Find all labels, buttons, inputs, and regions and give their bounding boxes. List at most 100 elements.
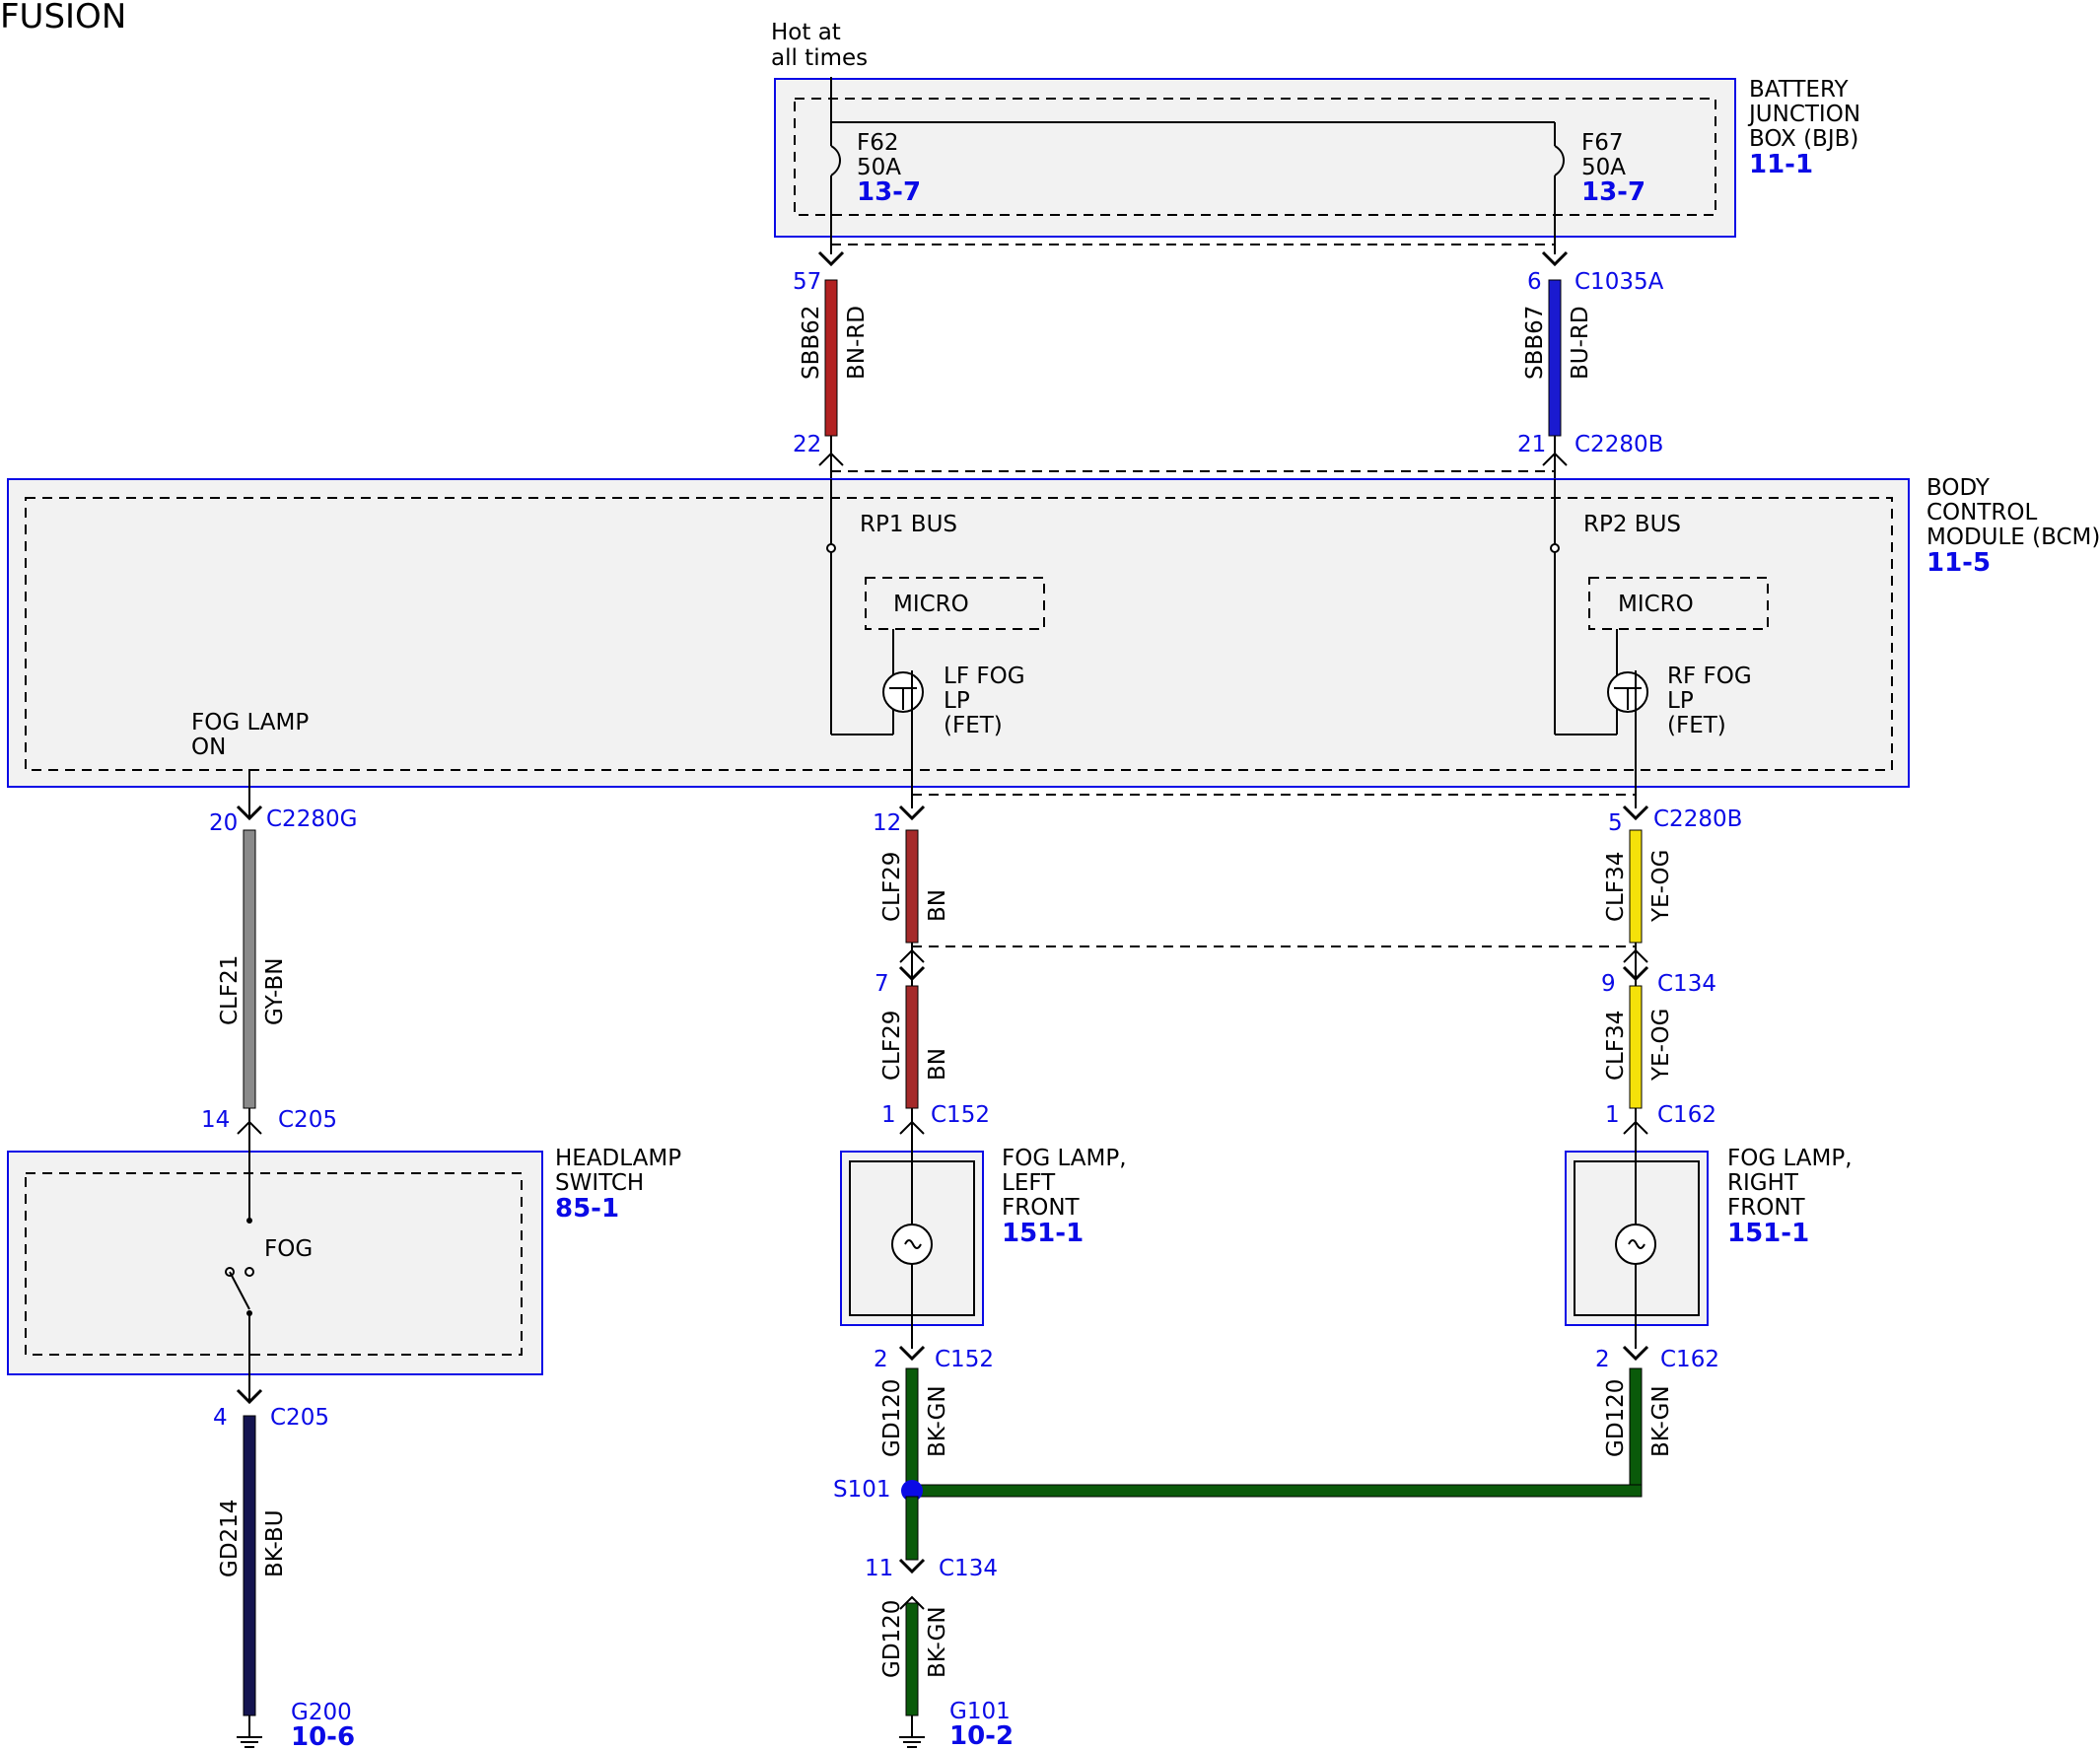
ground-g200-name: G200 — [291, 1700, 352, 1725]
ground-g101-ref[interactable]: 10-2 — [949, 1721, 1014, 1750]
connector-c2280b-top: C2280B — [1575, 432, 1663, 457]
wire-clf29-b — [905, 985, 919, 1109]
wire-sbb67 — [1548, 279, 1562, 437]
headlamp-switch-box — [7, 1151, 543, 1375]
fuse-f62-ref[interactable]: 13-7 — [857, 177, 921, 207]
wire-sbb62-color: BN-RD — [844, 306, 870, 380]
micro-left-label: MICRO — [893, 592, 969, 617]
wire-gd120-bottom — [905, 1602, 919, 1716]
headlamp-switch-label: HEADLAMP — [555, 1146, 681, 1171]
wire-clf34-b-color: YE-OG — [1648, 1009, 1674, 1082]
bjb-ref[interactable]: 11-1 — [1749, 150, 1813, 179]
connector-c162-b: C162 — [1660, 1347, 1719, 1372]
wire-clf29-a — [905, 829, 919, 944]
connector-c162-a: C162 — [1657, 1102, 1716, 1128]
pin-2-right: 2 — [1595, 1347, 1610, 1372]
pin-22: 22 — [793, 432, 821, 457]
fuse-f62-name: F62 — [857, 130, 899, 156]
bcm-label-2: CONTROL — [1926, 500, 2038, 525]
connector-c152-b: C152 — [935, 1347, 994, 1372]
wire-gd120-splice-to-c134 — [905, 1496, 919, 1561]
connector-c205-b: C205 — [270, 1405, 329, 1431]
connector-c1035a: C1035A — [1575, 269, 1664, 295]
pin-9: 9 — [1601, 971, 1616, 997]
pin-20: 20 — [209, 810, 238, 836]
fog-lamp-left-ref[interactable]: 151-1 — [1002, 1219, 1084, 1248]
fog-lamp-right-label: FOG LAMP, — [1727, 1146, 1853, 1171]
wire-gd120-left-color: BK-GN — [925, 1385, 950, 1457]
fuse-f62-icon — [830, 145, 841, 176]
ground-g101-icon — [899, 1736, 925, 1748]
wire-clf21-color: GY-BN — [262, 958, 288, 1025]
bcm-label-3: MODULE (BCM) — [1926, 525, 2100, 550]
fog-lamp-right-label-3: FRONT — [1727, 1195, 1806, 1221]
bcm-ref[interactable]: 11-5 — [1926, 548, 1991, 578]
wire-gd120-left-circuit: GD120 — [879, 1379, 905, 1457]
fog-lamp-on-label-2: ON — [191, 735, 226, 760]
connector-c2280b-mid: C2280B — [1653, 806, 1742, 832]
pin-21: 21 — [1517, 432, 1546, 457]
ground-g101-name: G101 — [949, 1699, 1011, 1724]
fog-switch-icon — [229, 1271, 250, 1310]
ground-g200-icon — [237, 1736, 262, 1748]
ground-g200-ref[interactable]: 10-6 — [291, 1722, 355, 1750]
bjb-box — [774, 78, 1736, 238]
rp2-bus-label: RP2 BUS — [1583, 512, 1681, 537]
rp1-bus-label: RP1 BUS — [860, 512, 957, 537]
rf-fog-label-3: (FET) — [1667, 713, 1726, 738]
wire-clf29-b-circuit: CLF29 — [879, 1011, 905, 1081]
bcm-inner — [25, 497, 1893, 771]
page-title: FUSION — [0, 0, 126, 36]
wire-clf34-a-color: YE-OG — [1648, 850, 1674, 923]
headlamp-switch-inner — [25, 1172, 523, 1356]
fog-lamp-right-ref[interactable]: 151-1 — [1727, 1219, 1809, 1248]
wire-gd120-bottom-circuit: GD120 — [879, 1600, 905, 1678]
pin-11: 11 — [865, 1556, 893, 1581]
lf-fog-label-3: (FET) — [944, 713, 1003, 738]
fog-lamp-left-label: FOG LAMP, — [1002, 1146, 1127, 1171]
wire-clf34-a — [1629, 829, 1643, 944]
power-label-2: all times — [771, 45, 868, 71]
fog-lamp-on-label: FOG LAMP — [191, 710, 309, 735]
connector-c2280g: C2280G — [266, 806, 357, 832]
pin-4: 4 — [213, 1405, 228, 1431]
pin-12: 12 — [873, 810, 901, 836]
wire-clf34-b-circuit: CLF34 — [1603, 1011, 1629, 1081]
pin-5: 5 — [1608, 810, 1623, 836]
lf-fog-label: LF FOG — [944, 664, 1025, 689]
pin-1-left: 1 — [881, 1102, 896, 1128]
fuse-f67-rating: 50A — [1581, 155, 1626, 180]
headlamp-switch-ref[interactable]: 85-1 — [555, 1194, 619, 1224]
wire-clf21 — [243, 829, 256, 1109]
wire-sbb67-circuit: SBB67 — [1522, 306, 1548, 380]
fog-lamp-left-label-3: FRONT — [1002, 1195, 1081, 1221]
wire-gd120-right-circuit: GD120 — [1603, 1379, 1629, 1457]
wire-clf29-b-color: BN — [925, 1048, 950, 1081]
wire-clf29-a-color: BN — [925, 889, 950, 922]
micro-left — [865, 577, 1045, 630]
pin-14: 14 — [201, 1107, 230, 1133]
power-label: Hot at — [771, 20, 841, 45]
bjb-label-2: JUNCTION — [1747, 102, 1860, 127]
fuse-f62-rating: 50A — [857, 155, 901, 180]
wire-gd120-bottom-color: BK-GN — [925, 1606, 950, 1678]
micro-right-label: MICRO — [1618, 592, 1694, 617]
bcm-label: BODY — [1926, 475, 1991, 501]
wire-sbb62-circuit: SBB62 — [799, 306, 824, 380]
connector-c134-right: C134 — [1657, 971, 1716, 997]
rf-fog-label: RF FOG — [1667, 664, 1752, 689]
fuse-f67-ref[interactable]: 13-7 — [1581, 177, 1645, 207]
wire-sbb62 — [824, 279, 838, 437]
wire-gd120-splice-run — [911, 1484, 1643, 1498]
fog-lamp-right-label-2: RIGHT — [1727, 1170, 1799, 1196]
bjb-label-3: BOX (BJB) — [1749, 126, 1858, 152]
lf-fog-label-2: LP — [944, 688, 970, 714]
wire-gd120-right — [1629, 1367, 1643, 1492]
fog-lamp-left-label-2: LEFT — [1002, 1170, 1056, 1196]
bjb-label: BATTERY — [1749, 77, 1849, 103]
rf-fog-label-2: LP — [1667, 688, 1694, 714]
wire-gd120-left — [905, 1367, 919, 1492]
wire-sbb67-color: BU-RD — [1568, 306, 1593, 380]
pin-57: 57 — [793, 269, 821, 295]
